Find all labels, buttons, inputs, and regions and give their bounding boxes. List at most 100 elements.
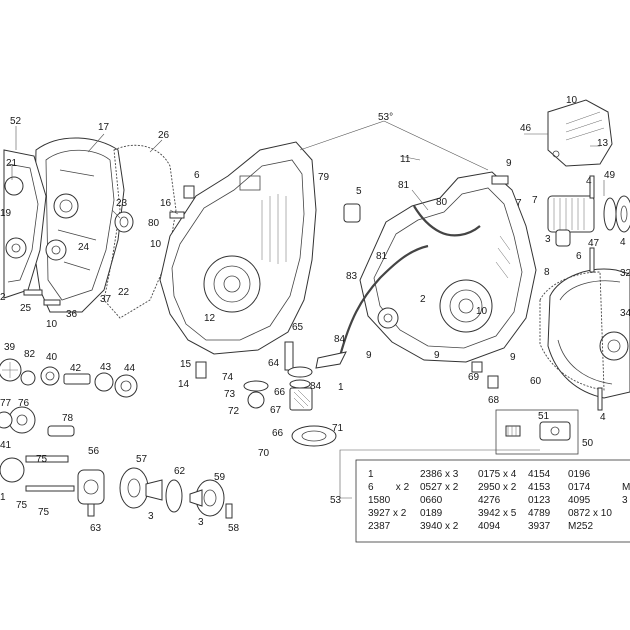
callout-c4b: 4 [620, 237, 626, 248]
parts-table-cell: 4153 [528, 482, 551, 493]
parts-table-cell: 6 x 2 [368, 482, 410, 493]
gasket-part-60 [539, 271, 605, 391]
parts-table-cell: M252 [568, 521, 593, 532]
callout-c2b: 2 [420, 294, 426, 305]
callout-c80b: 80 [436, 197, 448, 208]
leader-lines [11, 120, 605, 499]
callout-c75c: 75 [38, 507, 50, 518]
callout-c60: 60 [530, 376, 542, 387]
parts-table-cell: 4154 [528, 469, 551, 480]
callout-c81a: 81 [398, 180, 410, 191]
callout-c75b: 75 [16, 500, 28, 511]
callout-c37: 37 [100, 294, 112, 305]
water-pump-parts [77, 467, 233, 519]
callout-c79: 79 [318, 172, 330, 183]
parts-table-cell-clipped: M [622, 482, 630, 493]
callout-c84b: 84 [310, 381, 322, 392]
parts-table-cell: 1580 [368, 495, 391, 506]
callout-c9d: 9 [510, 352, 516, 363]
callout-c21: 21 [6, 158, 18, 169]
callout-c6a: 6 [194, 170, 200, 181]
callout-c6b: 6 [576, 251, 582, 262]
callout-c7b: 7 [532, 195, 538, 206]
callout-c26: 26 [158, 130, 170, 141]
callout-c44: 44 [124, 363, 136, 374]
callout-c73: 73 [224, 389, 236, 400]
callout-c9c: 9 [434, 350, 440, 361]
callout-c72: 72 [228, 406, 240, 417]
parts-table-cell: 4094 [478, 521, 501, 532]
callout-c71: 71 [332, 423, 344, 434]
oil-filter-part-47 [547, 195, 630, 233]
callout-c17: 17 [98, 122, 110, 133]
callout-c8: 8 [544, 267, 550, 278]
callout-c23: 23 [116, 198, 128, 209]
parts-table-cell: 0527 x 2 [420, 482, 459, 493]
parts-table-cell: 4095 [568, 495, 591, 506]
callout-c10b: 10 [46, 319, 58, 330]
gearbox-parts [0, 358, 138, 492]
parts-table-cell: 0189 [420, 508, 443, 519]
callout-c43: 43 [100, 362, 112, 373]
callout-c69: 69 [468, 372, 480, 383]
parts-table-cell: 2387 [368, 521, 391, 532]
callout-c32: 32 [620, 268, 630, 279]
callout-c68: 68 [488, 395, 500, 406]
callout-c22: 22 [118, 287, 130, 298]
callout-c59: 59 [214, 472, 226, 483]
callout-c1a: 1 [338, 382, 344, 393]
parts-table-cell: 0175 x 4 [478, 469, 517, 480]
parts-table-cell: 0872 x 10 [568, 508, 612, 519]
parts-table-cell: 0196 [568, 469, 591, 480]
parts-table-cell: 2950 x 2 [478, 482, 517, 493]
callout-c70: 70 [258, 448, 270, 459]
callout-c3c: 3 [198, 517, 204, 528]
callout-c66b: 66 [272, 428, 284, 439]
bearing-part-23 [114, 211, 134, 233]
callout-c81b: 81 [376, 251, 388, 262]
callout-c1b: 1 [0, 492, 6, 503]
callout-c34: 34 [620, 308, 630, 319]
callout-c10c: 10 [566, 95, 578, 106]
gasket-part-26 [103, 144, 177, 319]
oil-pump-parts [195, 341, 347, 447]
callout-c62: 62 [174, 466, 186, 477]
callout-c47: 47 [588, 238, 600, 249]
parts-table-cell: 4276 [478, 495, 501, 506]
callout-c67: 67 [270, 405, 282, 416]
callout-c56: 56 [88, 446, 100, 457]
parts-table-cell: 3942 x 5 [478, 508, 517, 519]
callout-c49: 49 [604, 170, 616, 181]
callout-c15: 15 [180, 359, 192, 370]
parts-table-cell: 4789 [528, 508, 551, 519]
oil-line-part-83 [338, 244, 429, 357]
strainer-parts-50 [495, 409, 579, 455]
callout-c66a: 66 [274, 387, 286, 398]
callout-c64: 64 [268, 358, 280, 369]
callout-c9b: 9 [366, 350, 372, 361]
callout-c74: 74 [222, 372, 234, 383]
callout-c40: 40 [46, 352, 58, 363]
callout-c76: 76 [18, 398, 30, 409]
callout-c52: 52 [10, 116, 22, 127]
callout-c83: 83 [346, 271, 358, 282]
callout-c51: 51 [538, 411, 550, 422]
callout-c14: 14 [178, 379, 190, 390]
callout-c82: 82 [24, 349, 36, 360]
callout-c16: 16 [160, 198, 172, 209]
callout-c19: 19 [0, 208, 12, 219]
callout-c24: 24 [78, 242, 90, 253]
oil-line-part-81 [413, 205, 481, 237]
callout-c12: 12 [204, 313, 216, 324]
callout-c39: 39 [4, 342, 16, 353]
callout-c46: 46 [520, 123, 532, 134]
callout-c3a: 3 [545, 234, 551, 245]
generator-cover-part-32 [547, 268, 630, 399]
callout-c58: 58 [228, 523, 240, 534]
callout-c80a: 80 [148, 218, 160, 229]
callout-c53s: 53° [378, 112, 393, 123]
callout-c10a: 10 [150, 239, 162, 250]
inner-cover-part-21 [3, 149, 67, 299]
